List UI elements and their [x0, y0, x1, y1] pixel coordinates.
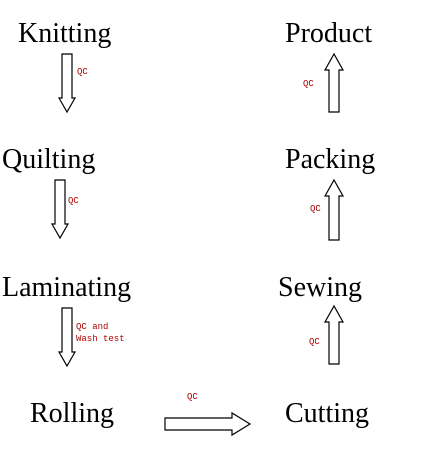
step-cutting: Cutting — [285, 398, 369, 429]
qc-label-laminating-rolling-line1: QC and — [76, 322, 108, 332]
step-product: Product — [285, 18, 372, 49]
qc-label-rolling-cutting: QC — [187, 392, 198, 402]
qc-label-cutting-sewing: QC — [309, 337, 320, 347]
step-sewing: Sewing — [278, 272, 362, 303]
up-arrow-sewing-packing — [323, 178, 345, 241]
up-arrow-packing-product — [323, 52, 345, 113]
down-arrow-knitting-quilting — [57, 53, 77, 114]
right-arrow-rolling-cutting — [164, 411, 252, 437]
step-rolling: Rolling — [30, 398, 114, 429]
qc-label-quilting-laminating: QC — [68, 196, 79, 206]
step-packing: Packing — [285, 144, 375, 175]
up-arrow-cutting-sewing — [323, 304, 345, 365]
qc-label-knitting-quilting: QC — [77, 67, 88, 77]
qc-label-packing-product: QC — [303, 79, 314, 89]
down-arrow-quilting-laminating — [50, 179, 70, 240]
step-quilting: Quilting — [2, 144, 95, 175]
qc-label-laminating-rolling-line2: Wash test — [76, 334, 125, 344]
step-laminating: Laminating — [2, 272, 131, 303]
qc-label-sewing-packing: QC — [310, 204, 321, 214]
step-knitting: Knitting — [18, 18, 111, 49]
down-arrow-laminating-rolling — [57, 307, 77, 368]
